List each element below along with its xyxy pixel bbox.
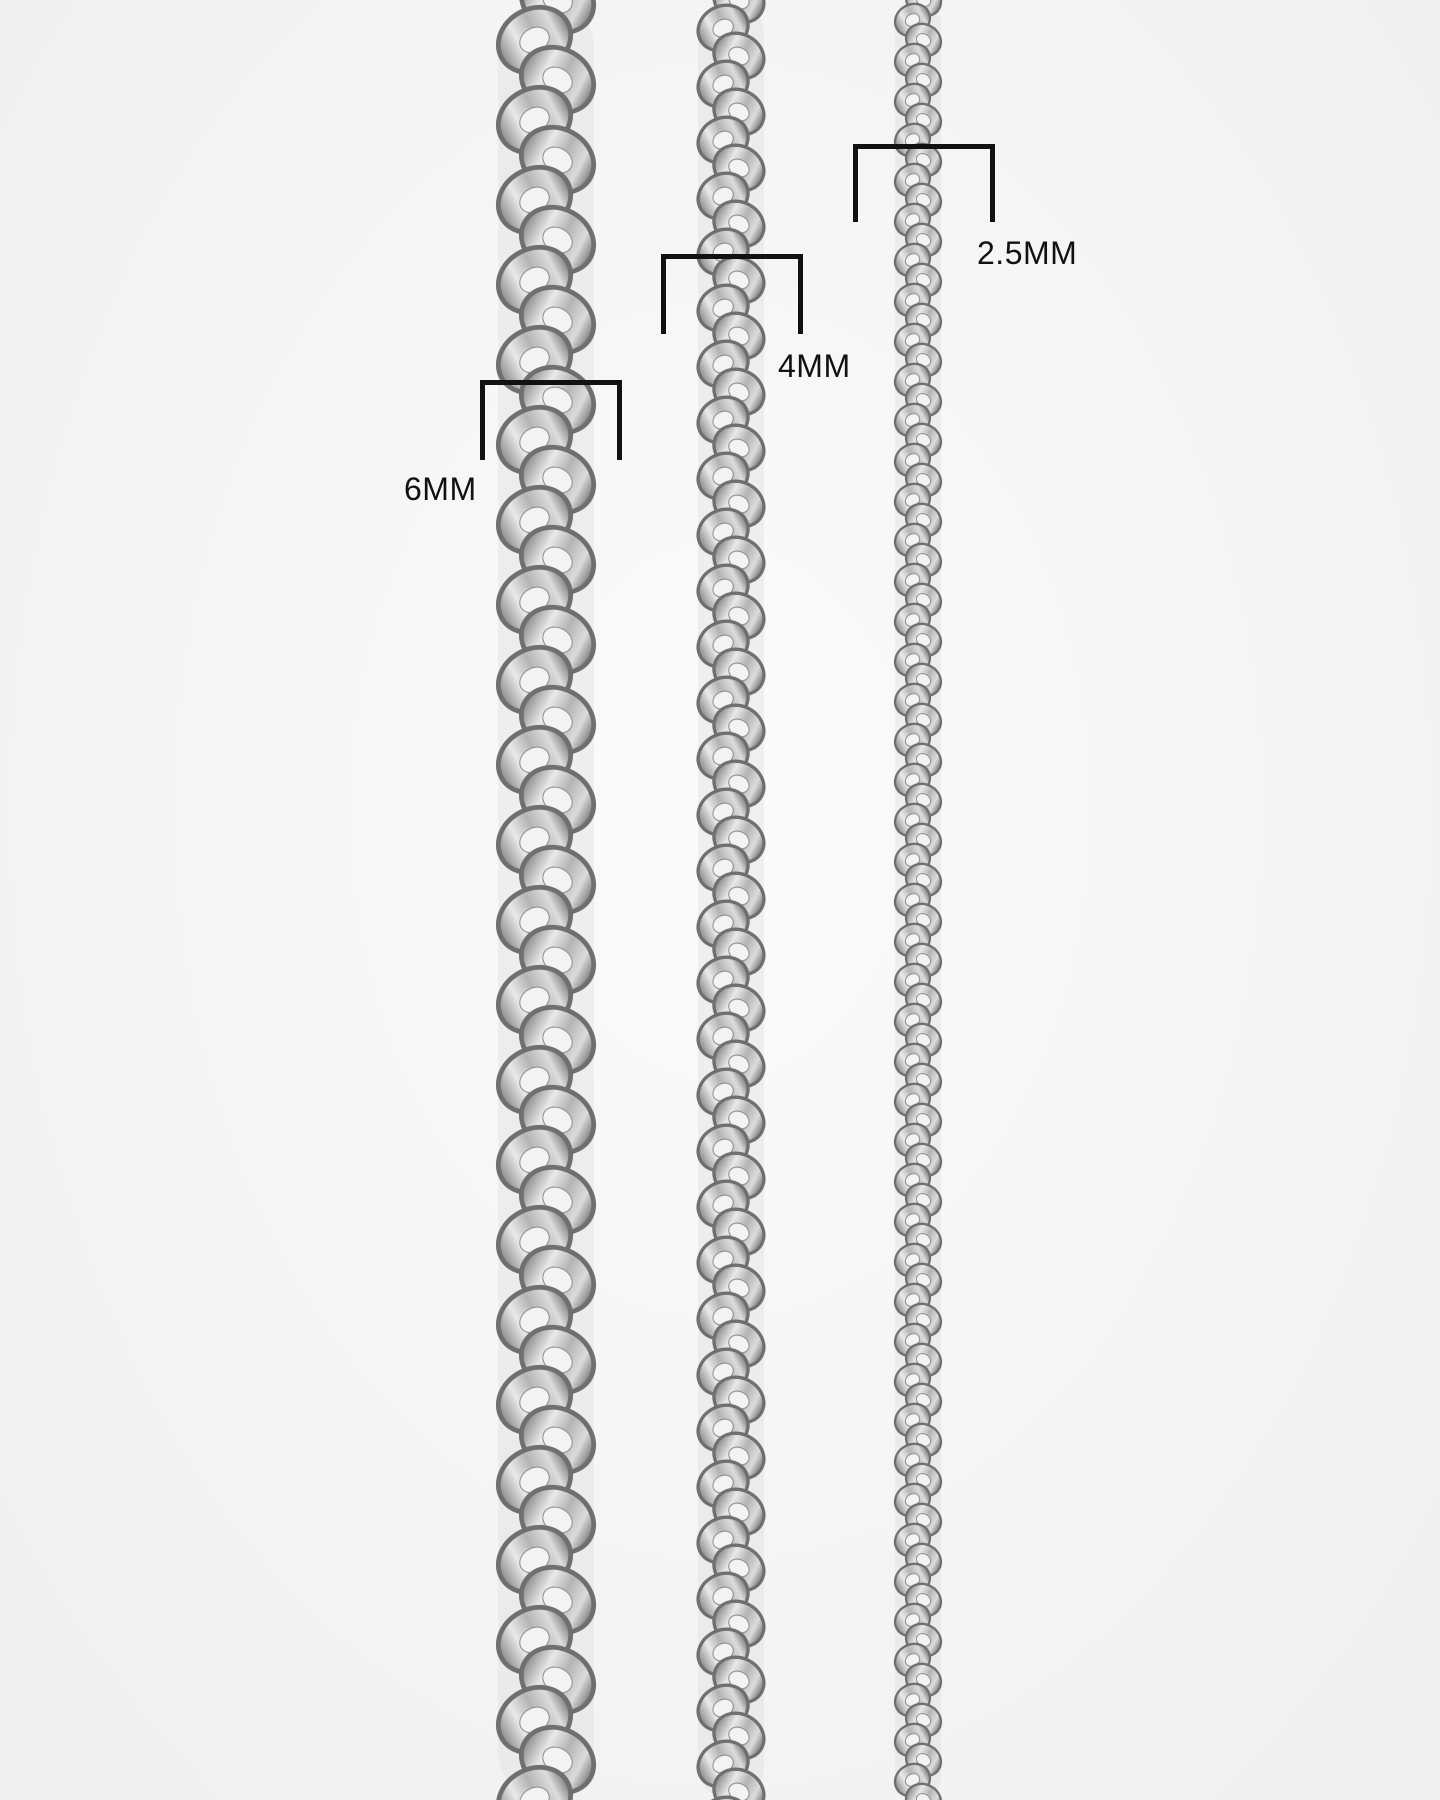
bracket-2.5mm (853, 144, 995, 222)
chain-6mm (495, 0, 597, 1800)
chain-2.5mm (893, 0, 943, 1800)
label-6mm: 6MM (404, 471, 477, 507)
label-4mm: 4MM (778, 348, 851, 384)
label-2.5mm: 2.5MM (977, 235, 1078, 271)
chain-4mm (696, 0, 766, 1800)
bracket-4mm (661, 254, 803, 334)
bracket-6mm (480, 380, 622, 460)
